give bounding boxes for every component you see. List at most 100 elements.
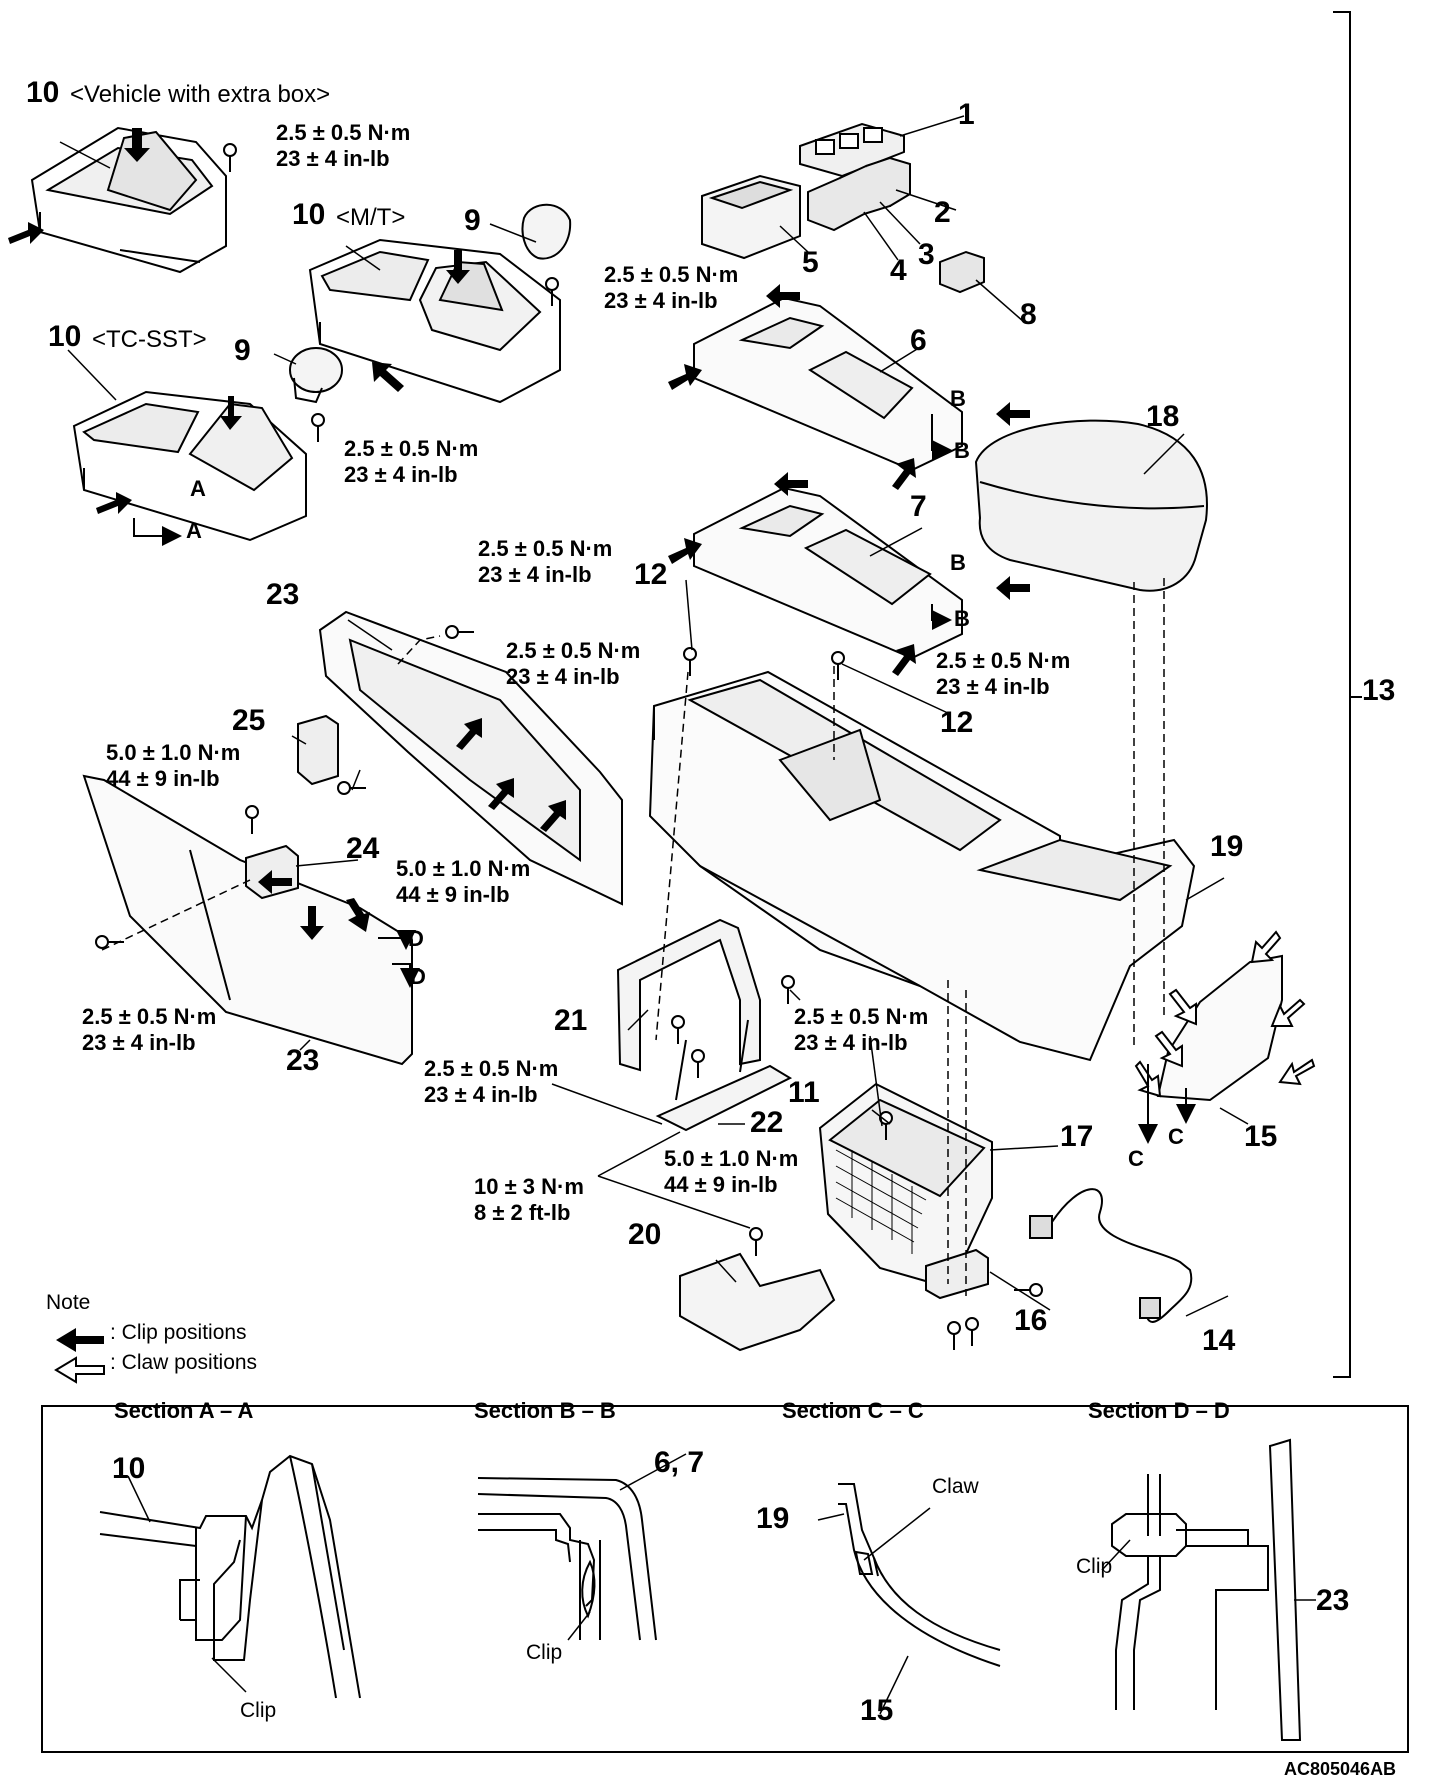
part-label-24: 24	[346, 832, 380, 865]
clip-arrows-6	[668, 284, 1030, 490]
section-cc-drawing	[838, 1483, 1001, 1667]
part-label-14: 14	[1202, 1324, 1236, 1357]
part-label-7: 7	[910, 490, 927, 523]
section-letter-b-1: B	[950, 386, 966, 411]
part-label-3: 3	[918, 238, 935, 271]
part-label-9-mt: 9	[464, 204, 481, 237]
bracket-13	[1333, 11, 1362, 1378]
section-letter-b-4: B	[954, 606, 970, 631]
section-letter-b-2: B	[954, 438, 970, 463]
part-label-12-left: 12	[634, 558, 668, 591]
bracket-21	[616, 918, 761, 1072]
switch-panel-1	[799, 122, 905, 178]
part-label-20: 20	[628, 1218, 662, 1251]
clip-arrows-mt	[372, 250, 470, 392]
part-label-6: 6	[910, 324, 927, 357]
section-aa-part-10: 10	[112, 1452, 146, 1485]
section-title-cc: Section C – C	[782, 1398, 924, 1423]
section-aa-clip: Clip	[240, 1699, 277, 1722]
section-title-dd: Section D – D	[1088, 1398, 1230, 1423]
storage-box-17	[818, 1082, 993, 1290]
part-label-10-extra-box: 10	[26, 76, 60, 109]
part-label-12-right: 12	[940, 706, 974, 739]
section-letter-a-2: A	[186, 518, 202, 543]
section-leader-lines	[127, 1453, 1316, 1715]
section-bb-drawing	[477, 1477, 657, 1641]
clip-arrows-23-upper	[456, 718, 566, 832]
section-aa-drawing	[99, 1454, 361, 1699]
bolts	[95, 143, 1043, 1350]
part-label-18: 18	[1146, 400, 1180, 433]
section-letter-b-3: B	[950, 550, 966, 575]
part-label-23-upper: 23	[266, 578, 300, 611]
section-cc-claw: Claw	[932, 1475, 979, 1498]
figure-code: AC805046AB	[1284, 1759, 1397, 1779]
part-label-9-tcsst: 9	[234, 334, 251, 367]
side-cover-23-lower	[82, 774, 413, 1066]
part-label-1: 1	[958, 98, 975, 131]
variant-label-tcsst: <TC-SST>	[92, 326, 207, 353]
shift-panel-extra-box	[30, 126, 227, 274]
variant-label-extra-box: <Vehicle with extra box>	[70, 81, 331, 108]
section-box	[41, 1405, 1409, 1753]
clip-arrows-tcsst	[96, 396, 242, 514]
part-label-10-tcsst: 10	[48, 320, 82, 353]
note-title: Note	[46, 1291, 91, 1314]
console-body-19	[648, 670, 1196, 1062]
shift-knob-tcsst	[289, 347, 343, 404]
part-label-22: 22	[750, 1106, 784, 1139]
section-letter-c-2: C	[1168, 1124, 1184, 1149]
clip-legend-icon	[56, 1328, 104, 1352]
part-label-19: 19	[1210, 830, 1244, 863]
section-bb-clip: Clip	[526, 1641, 563, 1664]
cup-holder-insert-5	[701, 174, 801, 260]
note-claw: : Claw positions	[110, 1351, 258, 1374]
section-dd-clip: Clip	[1076, 1555, 1113, 1578]
part-label-23-lower: 23	[286, 1044, 320, 1077]
part-label-21: 21	[554, 1004, 588, 1037]
part-label-16: 16	[1014, 1304, 1048, 1337]
section-arrows	[378, 414, 1196, 1144]
leader-lines	[59, 115, 1249, 1317]
section-cc-part-19: 19	[756, 1502, 790, 1535]
part-label-13: 13	[1362, 674, 1396, 707]
section-title-bb: Section B – B	[474, 1398, 616, 1423]
part-label-2: 2	[934, 196, 951, 229]
claw-arrows-15	[1134, 930, 1316, 1098]
switch-8	[939, 250, 985, 294]
part-label-5: 5	[802, 246, 819, 279]
part-label-15: 15	[1244, 1120, 1278, 1153]
part-label-8: 8	[1020, 298, 1037, 331]
storage-box-grid	[835, 1149, 927, 1254]
armrest-18	[974, 419, 1208, 592]
clip-arrows-extra-box	[8, 128, 150, 244]
part-label-11: 11	[788, 1076, 820, 1109]
section-dd-part-23: 23	[1316, 1584, 1350, 1617]
part-label-10-mt: 10	[292, 198, 326, 231]
bracket-20	[679, 1252, 836, 1352]
part-label-4: 4	[890, 254, 907, 287]
clip-arrows-7	[668, 472, 1030, 676]
part-label-17: 17	[1060, 1120, 1094, 1153]
switch-2-3-4	[807, 156, 911, 232]
shift-panel-tcsst	[72, 390, 307, 542]
variant-label-mt: <M/T>	[336, 204, 406, 231]
bracket-22	[655, 1019, 793, 1132]
section-bb-parts-6-7: 6, 7	[654, 1446, 705, 1479]
section-letter-d-2: D	[410, 964, 426, 989]
section-dd-drawing	[1111, 1438, 1302, 1741]
console-panel-7	[693, 486, 963, 660]
